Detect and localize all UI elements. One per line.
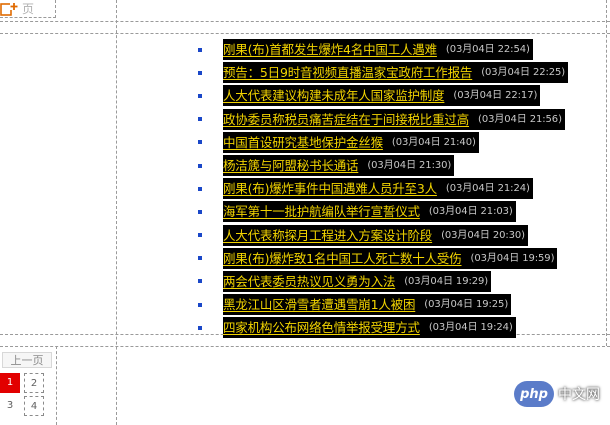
news-item-highlight: 中国首设研究基地保护金丝猴 (03月04日 21:40) — [223, 131, 479, 153]
top-divider — [0, 21, 610, 22]
news-item-highlight: 人大代表建议构建未成年人国家监护制度 (03月04日 22:17) — [223, 85, 541, 107]
news-item: 两会代表委员热议见义勇为入法 (03月04日 19:29) — [196, 270, 568, 293]
news-list: 刚果(布)首都发生爆炸4名中国工人遇难 (03月04日 22:54) 预告：5日9时… — [196, 38, 569, 339]
bullet-icon — [198, 186, 202, 191]
news-item-highlight: 刚果(布)爆炸事件中国遇难人员升至3人 (03月04日 21:24) — [223, 178, 533, 200]
news-timestamp: (03月04日 20:30) — [441, 229, 525, 241]
news-title-link[interactable]: 刚果(布)爆炸致1名中国工人死亡数十人受伤 — [223, 250, 462, 266]
top-tab[interactable]: 页 — [0, 0, 56, 18]
site-watermark: php 中文网 — [514, 379, 610, 409]
news-item-highlight: 黑龙江山区滑雪者遭遇雪崩1人被困 (03月04日 19:25) — [223, 294, 512, 316]
column-divider — [116, 0, 117, 425]
bullet-icon — [198, 163, 202, 168]
news-title-link[interactable]: 四家机构公布网络色情举报受理方式 — [223, 320, 420, 336]
bullet-icon — [198, 233, 202, 238]
news-timestamp: (03月04日 21:03) — [428, 206, 513, 218]
news-item: 人大代表建议构建未成年人国家监护制度 (03月04日 22:17) — [196, 84, 568, 107]
bullet-icon — [198, 47, 202, 52]
news-timestamp: (03月04日 21:24) — [445, 183, 530, 195]
news-item: 黑龙江山区滑雪者遭遇雪崩1人被困 (03月04日 19:25) — [196, 293, 568, 316]
page-1-button[interactable]: 1 — [0, 373, 20, 393]
news-item: 刚果(布)首都发生爆炸4名中国工人遇难 (03月04日 22:54) — [196, 38, 568, 61]
news-item: 刚果(布)爆炸事件中国遇难人员升至3人 (03月04日 21:24) — [196, 177, 568, 200]
news-item: 中国首设研究基地保护金丝猴 (03月04日 21:40) — [196, 131, 568, 154]
pager: 上一页 1 2 3 4 — [0, 350, 56, 425]
news-item-highlight: 人大代表称探月工程进入方案设计阶段 (03月04日 20:30) — [223, 224, 528, 246]
news-timestamp: (03月04日 22:25) — [481, 67, 566, 79]
top-tab-label: 页 — [22, 2, 35, 16]
news-title-link[interactable]: 政协委员称税员痛苦症结在于间接税比重过高 — [223, 111, 470, 127]
watermark-text: 中文网 — [558, 387, 600, 403]
bullet-icon — [198, 256, 202, 261]
news-item: 刚果(布)爆炸致1名中国工人死亡数十人受伤 (03月04日 19:59) — [196, 247, 568, 270]
orange-plus-page-icon — [0, 2, 18, 16]
news-title-link[interactable]: 中国首设研究基地保护金丝猴 — [223, 134, 383, 150]
bullet-icon — [198, 302, 202, 307]
page-4-button[interactable]: 4 — [24, 396, 44, 416]
bullet-icon — [198, 117, 202, 122]
news-item-highlight: 政协委员称税员痛苦症结在于间接税比重过高 (03月04日 21:56) — [223, 108, 565, 130]
page-2-button[interactable]: 2 — [24, 373, 44, 393]
news-item-highlight: 预告：5日9时音视频直播温家宝政府工作报告 (03月04日 22:25) — [223, 62, 569, 84]
news-timestamp: (03月04日 19:29) — [404, 275, 489, 287]
news-title-link[interactable]: 人大代表建议构建未成年人国家监护制度 — [223, 88, 445, 104]
news-item: 政协委员称税员痛苦症结在于间接税比重过高 (03月04日 21:56) — [196, 108, 568, 131]
news-timestamp: (03月04日 21:40) — [391, 136, 476, 148]
news-item-highlight: 海军第十一批护航编队举行宣誓仪式 (03月04日 21:03) — [223, 201, 516, 223]
news-item-highlight: 两会代表委员热议见义勇为入法 (03月04日 19:29) — [223, 270, 492, 292]
bullet-icon — [198, 325, 202, 330]
top-divider-inner — [0, 33, 610, 34]
bullet-icon — [198, 70, 202, 75]
news-timestamp: (03月04日 22:54) — [445, 44, 530, 56]
bullet-icon — [198, 93, 202, 98]
news-item-highlight: 四家机构公布网络色情举报受理方式 (03月04日 19:24) — [223, 317, 516, 339]
news-timestamp: (03月04日 19:59) — [470, 252, 555, 264]
bottom-divider — [0, 346, 610, 347]
news-title-link[interactable]: 刚果(布)爆炸事件中国遇难人员升至3人 — [223, 181, 437, 197]
news-title-link[interactable]: 刚果(布)首都发生爆炸4名中国工人遇难 — [223, 42, 437, 58]
news-title-link[interactable]: 黑龙江山区滑雪者遭遇雪崩1人被困 — [223, 297, 416, 313]
news-title-link[interactable]: 海军第十一批护航编队举行宣誓仪式 — [223, 204, 420, 220]
bullet-icon — [198, 209, 202, 214]
news-timestamp: (03月04日 21:30) — [367, 160, 452, 172]
news-timestamp: (03月04日 21:56) — [478, 113, 562, 125]
news-item: 预告：5日9时音视频直播温家宝政府工作报告 (03月04日 22:25) — [196, 61, 569, 84]
news-timestamp: (03月04日 19:25) — [424, 299, 509, 311]
news-timestamp: (03月04日 22:17) — [453, 90, 538, 102]
news-timestamp: (03月04日 19:24) — [428, 322, 513, 334]
news-title-link[interactable]: 两会代表委员热议见义勇为入法 — [223, 273, 396, 289]
news-item: 人大代表称探月工程进入方案设计阶段 (03月04日 20:30) — [196, 224, 568, 247]
pager-divider — [56, 346, 57, 425]
news-item-highlight: 刚果(布)首都发生爆炸4名中国工人遇难 (03月04日 22:54) — [223, 39, 533, 61]
bullet-icon — [198, 140, 202, 145]
news-item: 四家机构公布网络色情举报受理方式 (03月04日 19:24) — [196, 316, 568, 339]
news-item: 海军第十一批护航编队举行宣誓仪式 (03月04日 21:03) — [196, 200, 568, 223]
page-3-button[interactable]: 3 — [6, 400, 14, 411]
news-title-link[interactable]: 杨洁篪与阿盟秘书长通话 — [223, 158, 359, 174]
right-divider — [606, 0, 607, 346]
news-title-link[interactable]: 人大代表称探月工程进入方案设计阶段 — [223, 227, 433, 243]
news-title-link[interactable]: 预告：5日9时音视频直播温家宝政府工作报告 — [223, 65, 473, 81]
news-item-highlight: 刚果(布)爆炸致1名中国工人死亡数十人受伤 (03月04日 19:59) — [223, 247, 558, 269]
prev-page-button[interactable]: 上一页 — [2, 352, 52, 368]
news-item-highlight: 杨洁篪与阿盟秘书长通话 (03月04日 21:30) — [223, 155, 455, 177]
php-logo-icon: php — [514, 381, 554, 407]
news-item: 杨洁篪与阿盟秘书长通话 (03月04日 21:30) — [196, 154, 568, 177]
bullet-icon — [198, 279, 202, 284]
